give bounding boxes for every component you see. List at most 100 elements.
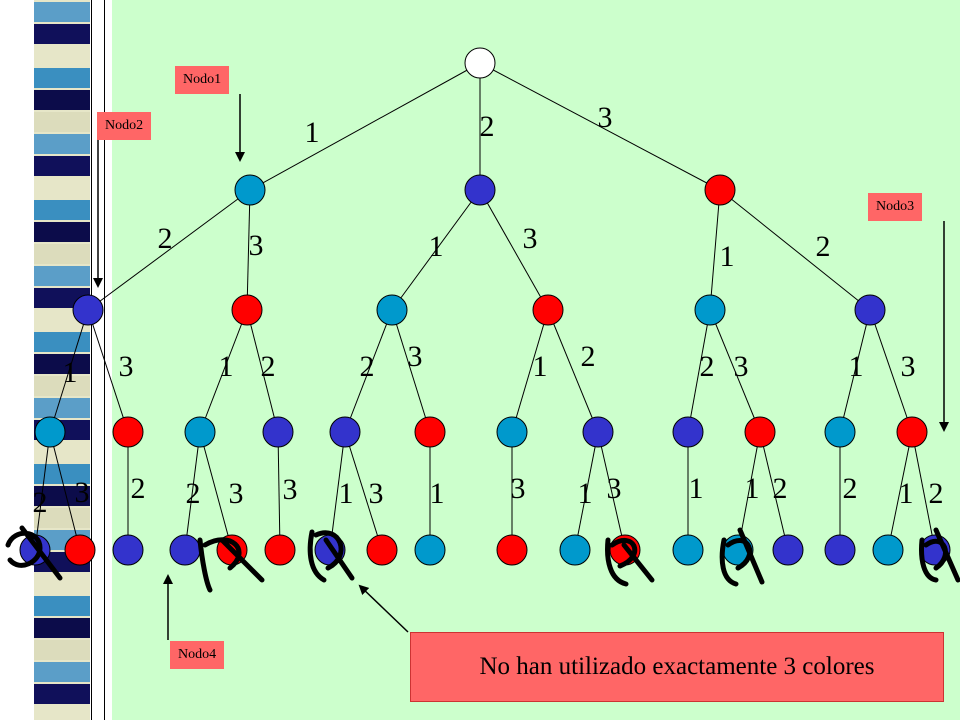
tree-edge: [184, 431, 201, 551]
edge-label: 2: [581, 340, 596, 373]
pointer-arrows: [93, 94, 949, 640]
leaf-node: [169, 534, 201, 566]
leaf-node: [414, 534, 446, 566]
edge-label: 3: [369, 477, 384, 510]
edge-label: 3: [901, 350, 916, 383]
tag-nodo4: Nodo4: [170, 641, 225, 669]
leaf-node: [366, 534, 398, 566]
rejected-mark: [197, 537, 265, 593]
tree-edge: [391, 309, 431, 433]
tree-edge: [34, 431, 51, 551]
tree-edge: [49, 431, 81, 551]
level2-node: [854, 294, 886, 326]
tree-edge: [911, 431, 936, 551]
tree-edge: [719, 189, 871, 311]
edge-label: 1: [430, 477, 445, 510]
level2-node: [376, 294, 408, 326]
tree-edge: [597, 431, 626, 551]
root-node: [464, 47, 496, 79]
edge-label: 3: [229, 477, 244, 510]
tree-edge: [199, 309, 248, 433]
edge-label: 2: [158, 222, 173, 255]
tree-edge: [329, 431, 346, 551]
level2-node: [694, 294, 726, 326]
leaf-node: [772, 534, 804, 566]
rejected-mark: [605, 537, 655, 587]
level2-node: [72, 294, 104, 326]
note-box: No han utilizado exactamente 3 colores: [410, 632, 944, 702]
edge-label: 3: [75, 476, 90, 509]
tree-edge: [344, 309, 393, 433]
rejected-mark: [719, 527, 765, 587]
leaf-node: [672, 534, 704, 566]
tree-edge: [87, 189, 251, 311]
level2-node: [231, 294, 263, 326]
edge-label: 3: [408, 340, 423, 373]
edge-label: 2: [33, 486, 48, 519]
leaf-node: [496, 534, 528, 566]
edge-label: 2: [773, 472, 788, 505]
level1-node: [464, 174, 496, 206]
tree-edge: [574, 431, 599, 551]
tree-edge: [547, 309, 599, 433]
tree-nodes: [19, 47, 951, 566]
tree-edge: [511, 309, 549, 433]
tree-edge: [839, 309, 871, 433]
tree-edge: [869, 309, 913, 433]
tree-edge: [479, 189, 549, 311]
rejected-mark: [919, 527, 960, 583]
level3-node: [824, 416, 856, 448]
edge-label: 3: [598, 101, 613, 134]
edge-label: 2: [131, 472, 146, 505]
leaf-node: [64, 534, 96, 566]
tree-edge: [687, 309, 711, 433]
level3-node: [414, 416, 446, 448]
edge-label: 3: [734, 350, 749, 383]
edge-label: 2: [186, 477, 201, 510]
level3-node: [582, 416, 614, 448]
edge-label: 2: [700, 350, 715, 383]
leaf-node: [872, 534, 904, 566]
rejected-marks: [5, 525, 960, 593]
tree-edge: [887, 431, 913, 551]
edge-label: 1: [899, 477, 914, 510]
tree-edges: [34, 62, 936, 551]
edge-label: 2: [929, 477, 944, 510]
rejected-mark: [5, 525, 63, 581]
level3-node: [329, 416, 361, 448]
edge-label: 3: [607, 472, 622, 505]
level3-node: [262, 416, 294, 448]
edge-label: 1: [305, 116, 320, 149]
tree-edge: [709, 189, 721, 311]
edge-label: 1: [849, 350, 864, 383]
level3-node: [744, 416, 776, 448]
level1-node: [704, 174, 736, 206]
tag-nodo1: Nodo1: [175, 66, 230, 94]
tree-edge: [344, 431, 383, 551]
edge-label: 1: [689, 472, 704, 505]
edge-label: 3: [249, 229, 264, 262]
tree-edge: [759, 431, 789, 551]
leaf-node: [559, 534, 591, 566]
tree-edge: [246, 189, 251, 311]
edge-label: 2: [261, 350, 276, 383]
tree-edge: [249, 62, 481, 191]
edge-label: 1: [63, 356, 78, 389]
level3-node: [34, 416, 66, 448]
edge-label: 1: [219, 350, 234, 383]
edge-label: 1: [533, 350, 548, 383]
leaf-node: [112, 534, 144, 566]
tree-edge: [709, 309, 761, 433]
edge-label: 2: [480, 110, 495, 143]
edge-label: 1: [339, 477, 354, 510]
level3-node: [496, 416, 528, 448]
rejected-mark: [307, 529, 355, 583]
level2-node: [532, 294, 564, 326]
edge-label: 3: [511, 472, 526, 505]
edge-label: 2: [360, 350, 375, 383]
pointer-arrow: [358, 584, 409, 633]
tree-edge: [277, 431, 281, 551]
leaf-node: [264, 534, 296, 566]
level3-node: [184, 416, 216, 448]
